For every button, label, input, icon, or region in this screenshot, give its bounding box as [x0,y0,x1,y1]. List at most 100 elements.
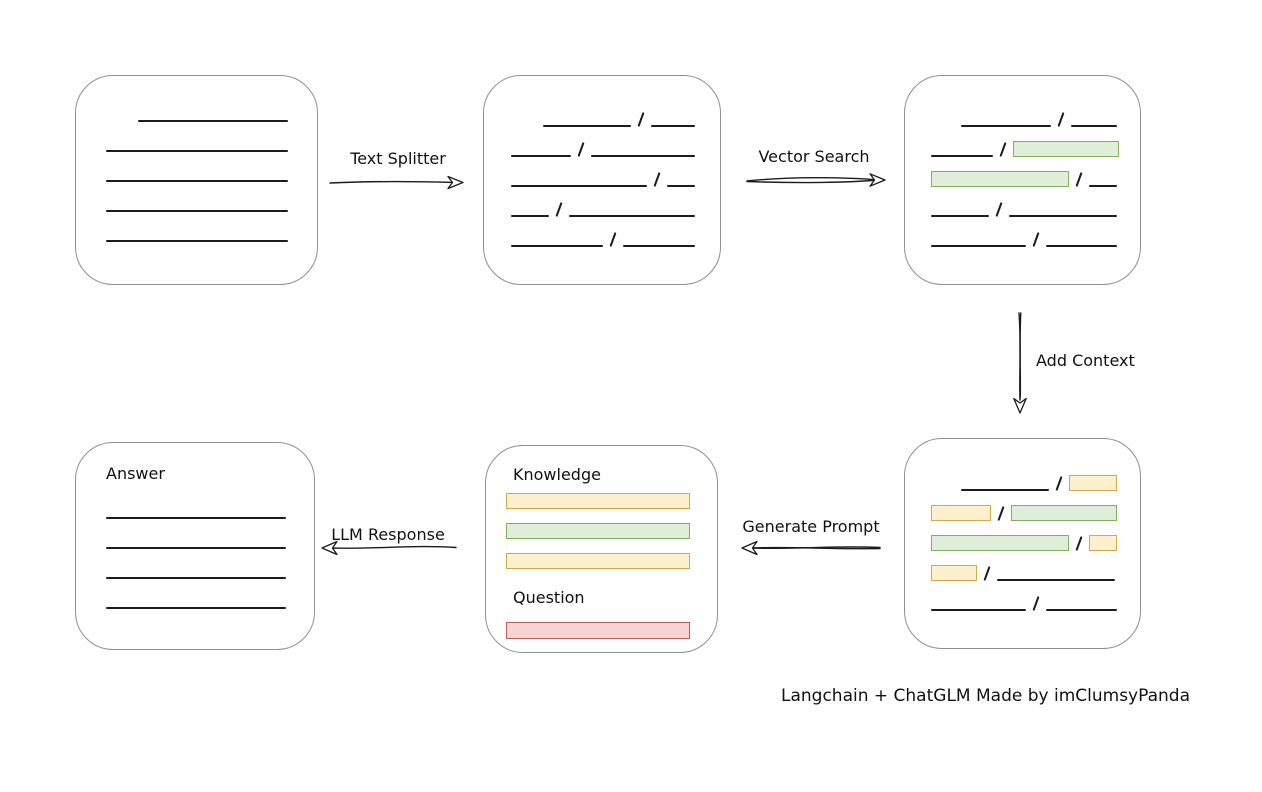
slash-separator [1032,596,1040,611]
llm-response-label: LLM Response [331,525,445,544]
generate-prompt-arrow [741,540,881,556]
line-segment [997,579,1115,581]
split-chunks-node [483,75,721,285]
question-bar [506,609,717,639]
sketch-row [106,212,317,242]
line-segment [961,125,1051,127]
slash-separator [999,142,1007,157]
green-segment [931,171,1069,187]
line-segment [106,517,286,519]
line-segment [138,120,288,122]
context-chunks-lines [905,439,1140,611]
document-lines [76,76,317,242]
knowledge-bars [506,479,717,569]
line-segment [931,215,989,217]
sketch-row [106,182,317,212]
sketch-row [931,461,1140,491]
sketch-row [511,217,720,247]
question-heading: Question [513,588,585,607]
sketch-row [931,491,1140,521]
line-segment [931,245,1026,247]
slash-separator [555,202,563,217]
sketch-row [511,127,720,157]
sketch-row [511,157,720,187]
sketch-row [931,521,1140,551]
line-segment [106,150,288,152]
vector-search-label: Vector Search [758,147,870,166]
green-segment [506,523,690,539]
green-segment [1011,505,1117,521]
slash-separator [1057,112,1065,127]
sketch-row [106,489,314,519]
sketch-row [106,579,314,609]
sketch-row [106,92,317,122]
slash-separator [995,202,1003,217]
line-segment [106,210,288,212]
sketch-row [511,97,720,127]
slash-separator [1055,476,1063,491]
line-segment [543,125,631,127]
line-segment [1046,245,1117,247]
line-segment [511,155,571,157]
line-segment [931,609,1026,611]
slash-separator [1032,232,1040,247]
line-segment [511,215,549,217]
answer-lines [106,489,314,609]
line-segment [1009,215,1117,217]
sketch-row [506,609,717,639]
sketch-row [506,539,717,569]
green-segment [1013,141,1119,157]
slash-separator [1075,536,1083,551]
line-segment [667,185,695,187]
line-segment [106,577,286,579]
line-segment [106,240,288,242]
sketch-row [106,549,314,579]
line-segment [1089,185,1117,187]
add-context-label: Add Context [1036,351,1135,370]
green-segment [931,535,1069,551]
sketch-row [106,519,314,549]
sketch-row [511,187,720,217]
add-context-arrow [1013,312,1027,414]
yellow-segment [931,565,977,581]
sketch-row [106,152,317,182]
sketch-row [506,479,717,509]
line-segment [511,185,647,187]
line-segment [1071,125,1117,127]
vector-results-lines [905,76,1140,247]
sketch-row [931,127,1140,157]
generate-prompt-label: Generate Prompt [742,517,880,536]
vector-results-node [904,75,1141,285]
slash-separator [1075,172,1083,187]
yellow-segment [1069,475,1117,491]
yellow-segment [506,493,690,509]
line-segment [511,245,603,247]
sketch-row [931,157,1140,187]
slash-separator [997,506,1005,521]
line-segment [961,489,1049,491]
slash-separator [609,232,617,247]
text-splitter-label: Text Splitter [350,149,446,168]
yellow-segment [506,553,690,569]
line-segment [106,547,286,549]
prompt-node: Knowledge Question [485,445,718,653]
document-node [75,75,318,285]
line-segment [106,607,286,609]
line-segment [106,180,288,182]
sketch-row [931,581,1140,611]
caption-text: Langchain + ChatGLM Made by imClumsyPand… [781,686,1190,706]
yellow-segment [931,505,991,521]
line-segment [623,245,695,247]
context-chunks-node [904,438,1141,649]
line-segment [591,155,695,157]
sketch-row [931,551,1140,581]
split-chunks-lines [484,76,720,247]
sketch-row [931,97,1140,127]
sketch-row [106,122,317,152]
knowledge-heading: Knowledge [513,465,601,484]
text-splitter-arrow [329,175,464,190]
slash-separator [577,142,585,157]
slash-separator [983,566,991,581]
line-segment [569,215,695,217]
